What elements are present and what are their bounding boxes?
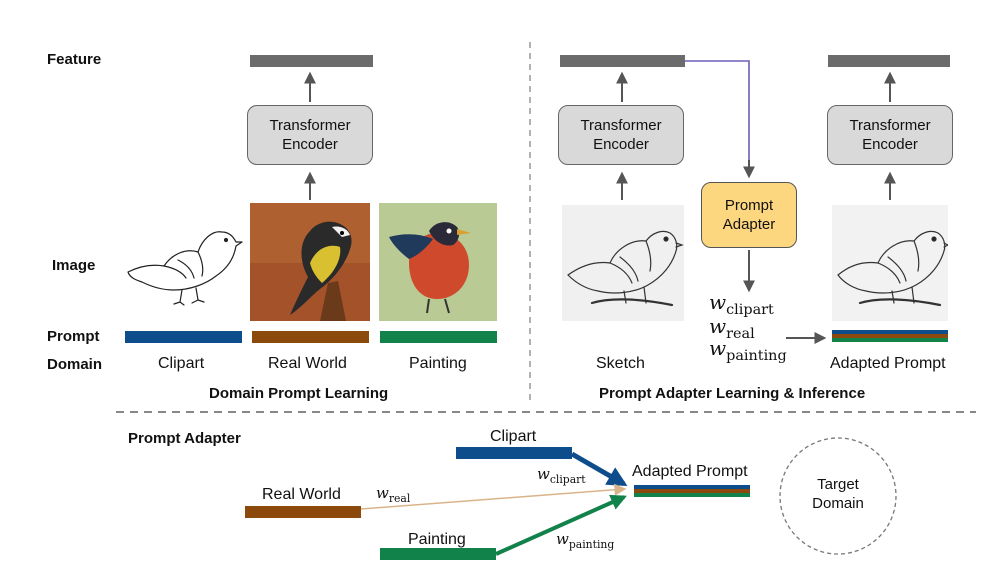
painting-bird-icon	[379, 203, 497, 321]
bottom-weight-real: wreal	[376, 484, 410, 505]
adapter-line2: Adapter	[722, 216, 776, 233]
row-label-domain: Domain	[47, 356, 103, 373]
bottom-adapted-bar-green	[634, 493, 750, 497]
feature-bar-adapted	[828, 55, 950, 67]
encoder-line1: Transformer	[580, 117, 662, 134]
bottom-adapted-bar-brown	[634, 489, 750, 493]
bottom-adapted-bar-blue	[634, 485, 750, 489]
target-domain-line2: Domain	[812, 495, 864, 512]
domain-label-clipart: Clipart	[158, 355, 205, 372]
weight-symbol: w	[709, 336, 727, 360]
weight-subscript: real	[388, 492, 411, 505]
weight-subscript: clipart	[726, 302, 774, 318]
sketch-bird-image	[562, 205, 684, 321]
real-bird-icon	[250, 203, 370, 321]
weight-symbol: w	[709, 314, 727, 338]
sketch-bird-icon	[567, 230, 684, 307]
painting-bird-image	[379, 203, 497, 321]
arrow-painting-to-adapted	[495, 494, 627, 556]
target-domain-label: Target Domain	[780, 475, 896, 513]
bottom-clipart-label: Clipart	[490, 428, 537, 445]
encoder-line1: Transformer	[849, 117, 931, 134]
sketch-label: Sketch	[596, 355, 645, 372]
connector-feature-to-adapter	[685, 60, 750, 176]
bottom-painting-label: Painting	[408, 531, 466, 548]
clipart-bird-image	[120, 210, 244, 308]
weight-subscript: real	[726, 326, 755, 342]
target-domain-line1: Target	[817, 476, 859, 493]
bottom-painting-bar	[380, 548, 496, 560]
arrow-real-to-adapted	[360, 483, 627, 510]
bottom-real-world-bar	[245, 506, 361, 518]
bottom-weight-clipart: wclipart	[537, 465, 586, 486]
row-label-prompt: Prompt	[47, 328, 100, 345]
bottom-weight-painting: wpainting	[556, 530, 614, 551]
right-section-title: Prompt Adapter Learning & Inference	[599, 385, 866, 402]
row-label-feature: Feature	[47, 51, 102, 68]
weight-subscript: painting	[568, 538, 615, 551]
adapted-prompt-label: Adapted Prompt	[830, 355, 946, 372]
arrow-clipart-to-adapted	[570, 451, 628, 487]
encoder-line2: Encoder	[282, 136, 338, 153]
bottom-adapted-prompt-label: Adapted Prompt	[632, 463, 748, 480]
weight-painting: wpainting	[709, 336, 787, 364]
weight-symbol: w	[556, 530, 569, 548]
prompt-bar-painting	[380, 331, 497, 343]
clipart-bird-icon	[127, 231, 243, 306]
domain-label-real-world: Real World	[268, 355, 347, 372]
adapted-prompt-bar-green	[832, 338, 948, 342]
feature-bar-sketch	[560, 55, 685, 67]
encoder-line2: Encoder	[593, 136, 649, 153]
adapted-prompt-bar-brown	[832, 334, 948, 338]
weight-real: wreal	[709, 314, 755, 342]
domain-label-painting: Painting	[409, 355, 467, 372]
encoder-line2: Encoder	[862, 136, 918, 153]
prompt-bar-real-world	[252, 331, 369, 343]
weight-symbol: w	[537, 465, 550, 483]
left-section-title: Domain Prompt Learning	[209, 385, 389, 402]
target-domain-circle	[779, 437, 897, 555]
adapted-prompt-bar-blue	[832, 330, 948, 334]
prompt-bar-clipart	[125, 331, 242, 343]
weight-symbol: w	[709, 290, 727, 314]
adapted-bird-icon	[837, 230, 948, 307]
weight-subscript: painting	[726, 348, 787, 364]
bottom-real-world-label: Real World	[262, 486, 341, 503]
row-label-image: Image	[52, 257, 96, 274]
feature-bar-left	[250, 55, 373, 67]
adapter-line1: Prompt	[724, 197, 774, 214]
bottom-section-title: Prompt Adapter	[128, 430, 241, 447]
adapted-bird-image	[832, 205, 948, 321]
real-world-bird-image	[250, 203, 370, 321]
weight-clipart: wclipart	[709, 290, 774, 318]
encoder-line1: Transformer	[269, 117, 351, 134]
bottom-clipart-bar	[456, 447, 572, 459]
weight-symbol: w	[376, 484, 389, 502]
weight-subscript: clipart	[549, 473, 586, 486]
